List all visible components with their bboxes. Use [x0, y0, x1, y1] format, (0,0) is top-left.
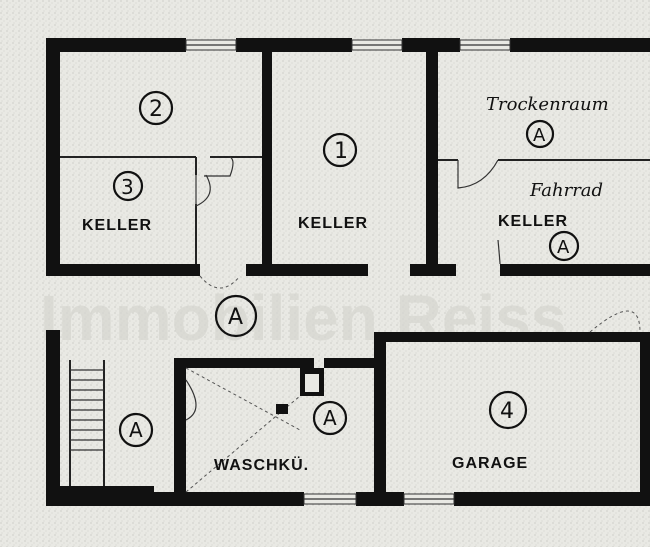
room-number-circle: [118, 412, 154, 448]
outer-walls: [46, 38, 650, 506]
room-number-circle: [488, 390, 528, 430]
room-number-circle: [138, 90, 174, 126]
room-number: A: [129, 418, 143, 442]
room-number: 3: [121, 175, 134, 199]
room-number-circle: [548, 230, 580, 262]
fahrrad-annotation: Fahrrad: [529, 180, 603, 201]
drain-symbol: [276, 404, 288, 414]
room-number-circle: [112, 170, 144, 202]
room-number-circle: [214, 294, 258, 338]
room-keller-1: 1 KELLER: [298, 132, 368, 232]
room-label: KELLER: [298, 215, 368, 232]
room-label: KELLER: [498, 213, 568, 230]
room-number-circle: [312, 400, 348, 436]
room-number-circle: [322, 132, 358, 168]
staircase: [69, 360, 105, 486]
room-number: 4: [500, 399, 514, 424]
room-label: WASCHKÜ.: [214, 455, 309, 474]
windows: [185, 39, 511, 505]
room-keller-3: 3 KELLER: [82, 170, 152, 234]
room-garage: 4 GARAGE: [452, 390, 528, 472]
room-number: A: [323, 406, 337, 430]
room-number: A: [228, 305, 243, 330]
room-treppe: A: [118, 412, 154, 448]
room-2: 2: [138, 90, 174, 126]
watermark: Immobilien Reiss: [40, 282, 566, 354]
room-number: A: [533, 125, 546, 146]
room-number: 1: [334, 139, 348, 164]
room-number: 2: [149, 97, 163, 122]
room-number-circle: [525, 119, 555, 149]
trockenraum-annotation: Trockenraum: [486, 94, 609, 115]
room-number: A: [557, 237, 570, 258]
room-keller-a: Trockenraum A Fahrrad KELLER A: [486, 94, 609, 262]
room-flur: A: [214, 294, 258, 338]
room-label: KELLER: [82, 217, 152, 234]
room-label: GARAGE: [452, 455, 528, 472]
door-swings: [185, 156, 641, 493]
room-waschkueche: A WASCHKÜ.: [214, 400, 348, 474]
interior-walls: [46, 52, 650, 492]
